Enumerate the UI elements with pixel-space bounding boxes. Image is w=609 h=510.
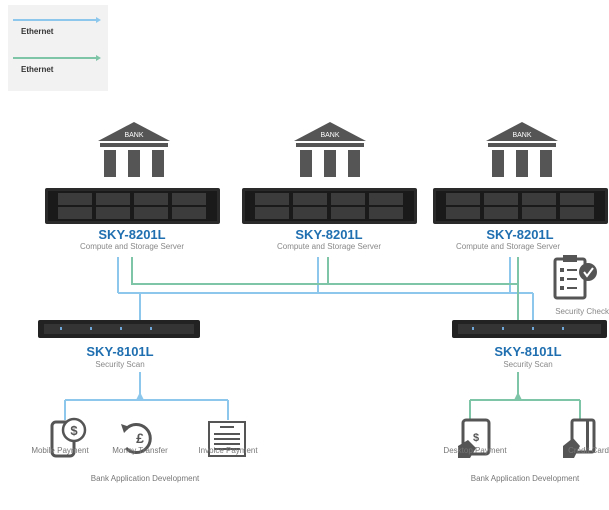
bank-label-1: BANK — [124, 132, 143, 139]
security-check-label: Security Check — [555, 307, 609, 316]
server-2-role: Compute and Storage Server — [276, 242, 382, 251]
bank-label-3: BANK — [512, 132, 531, 139]
legend-arrow-blue — [96, 17, 101, 23]
caption-mobile-payment: Mobile Payment — [31, 446, 89, 455]
bank-icon-2 — [294, 122, 366, 177]
scanner-chassis-1 — [38, 320, 200, 338]
footer-left: Bank Application Development — [90, 474, 200, 483]
caption-invoice-payment: Invoice Payment — [198, 446, 258, 455]
legend: Ethernet Ethernet — [8, 5, 108, 91]
svg-text:$: $ — [70, 423, 78, 438]
server-chassis-1 — [45, 188, 220, 224]
green-bus-line — [131, 257, 518, 285]
green-connections — [131, 257, 581, 420]
caption-money-transfer: Money Transfer — [112, 446, 168, 455]
server-chassis-2 — [242, 188, 417, 224]
server-1-role: Compute and Storage Server — [79, 242, 185, 251]
scanner-1-role: Security Scan — [95, 360, 145, 369]
server-3-role: Compute and Storage Server — [455, 242, 561, 251]
server-1-model: SKY-8201L — [98, 227, 166, 242]
scanner-chassis-2 — [452, 320, 607, 338]
caption-credit-card: Credit Card — [568, 446, 609, 455]
svg-text:$: $ — [473, 432, 479, 444]
server-chassis-3 — [433, 188, 608, 224]
legend-arrow-green — [96, 55, 101, 61]
scanner-1-model: SKY-8101L — [86, 344, 154, 359]
bank-icon-1 — [98, 122, 170, 177]
server-3-model: SKY-8201L — [486, 227, 554, 242]
server-2-model: SKY-8201L — [295, 227, 363, 242]
money-transfer-icon: £ — [121, 423, 152, 454]
blue-connections — [64, 257, 534, 420]
scanner-2-model: SKY-8101L — [494, 344, 562, 359]
arrow-up-left — [136, 392, 144, 400]
footer-right: Bank Application Development — [470, 474, 580, 483]
mobile-payment-icon: $ — [50, 417, 87, 458]
invoice-icon — [208, 421, 246, 457]
scanner-2-role: Security Scan — [503, 360, 553, 369]
arrow-up-right — [514, 392, 522, 400]
bank-label-2: BANK — [320, 132, 339, 139]
credit-card-icon — [563, 418, 596, 458]
legend-label-ethernet-blue: Ethernet — [21, 27, 54, 36]
legend-label-ethernet-green: Ethernet — [21, 65, 54, 74]
legend-lines — [13, 17, 101, 61]
caption-desktop-payment: Desktop Payment — [443, 446, 507, 455]
bank-icon-3 — [486, 122, 558, 177]
desktop-payment-icon: $ — [458, 418, 491, 458]
svg-text:£: £ — [136, 430, 144, 446]
security-check-icon — [553, 255, 597, 300]
